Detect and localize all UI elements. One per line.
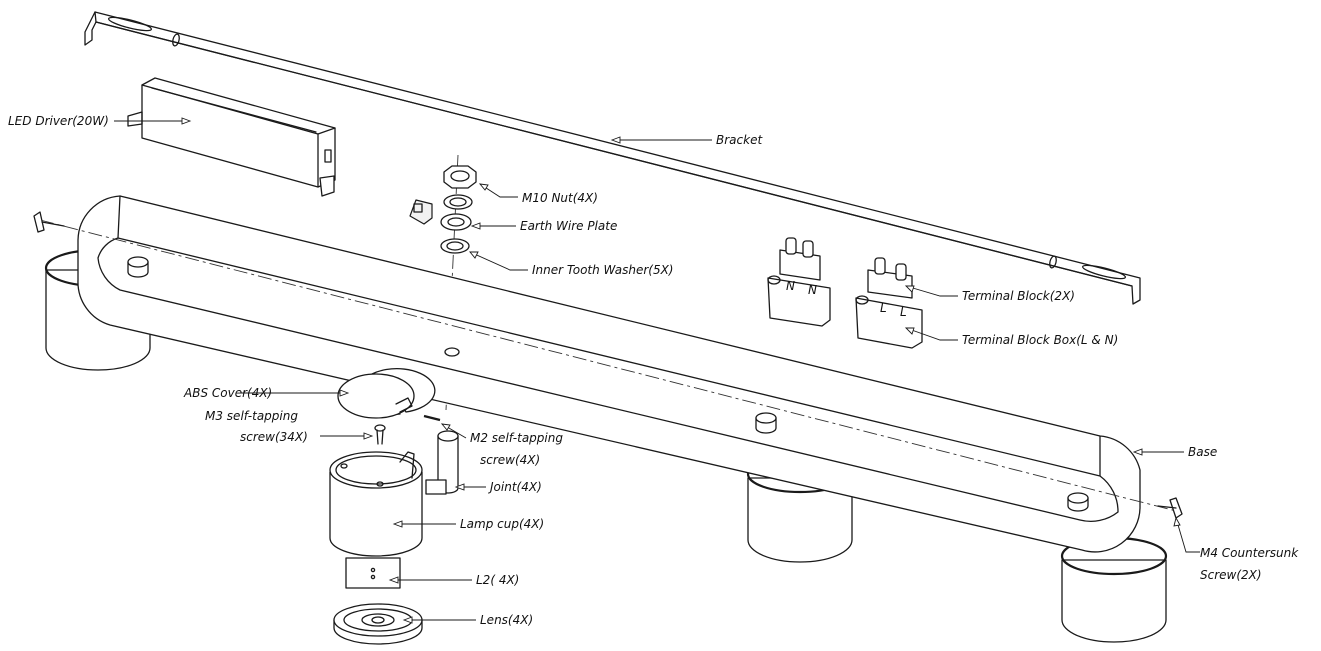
label-base: Base [1188, 445, 1217, 459]
callout-m3-screw: M3 self-tapping screw(34X) [205, 409, 374, 444]
abs-cover-part [337, 368, 436, 419]
callout-lamp-cup: Lamp cup(4X) [392, 517, 544, 531]
callout-lens: Lens(4X) [402, 613, 533, 627]
callout-terminal-block-box: Terminal Block Box(L & N) [904, 327, 1118, 347]
lens-part [333, 603, 423, 645]
label-joint: Joint(4X) [488, 480, 542, 494]
joint-part [425, 430, 459, 495]
terminal-mark-l2: L [900, 305, 907, 319]
label-m10-nut: M10 Nut(4X) [522, 191, 598, 205]
callout-bracket: Bracket [610, 133, 763, 147]
terminal-mark-n: N [786, 279, 795, 293]
led-driver-part [127, 77, 336, 197]
label-lens: Lens(4X) [480, 613, 533, 627]
callout-joint: Joint(4X) [454, 480, 542, 494]
label-lamp-cup: Lamp cup(4X) [460, 517, 544, 531]
lamp-cup-part [329, 451, 423, 557]
label-terminal-block: Terminal Block(2X) [962, 289, 1075, 303]
callout-m4-screw: M4 Countersunk Screw(2X) [1173, 516, 1299, 582]
label-m4-screw-line2: Screw(2X) [1200, 568, 1262, 582]
label-m2-screw-line2: screw(4X) [480, 453, 540, 467]
label-m2-screw-line1: M2 self-tapping [470, 431, 563, 445]
label-abs-cover: ABS Cover(4X) [183, 386, 272, 400]
callout-abs-cover: ABS Cover(4X) [183, 386, 350, 400]
label-terminal-block-box: Terminal Block Box(L & N) [962, 333, 1118, 347]
terminal-block-l: L L [855, 257, 923, 349]
callout-m2-screw: M2 self-tapping screw(4X) [440, 423, 563, 467]
callout-l2: L2( 4X) [388, 573, 519, 587]
l2-plate-part [345, 557, 401, 589]
callout-terminal-block: Terminal Block(2X) [904, 285, 1075, 303]
label-m3-screw-line2: screw(34X) [240, 430, 308, 444]
callout-base: Base [1132, 445, 1217, 459]
m4-screws [33, 211, 1183, 519]
callout-m10-nut: M10 Nut(4X) [478, 183, 598, 205]
label-m3-screw-line1: M3 self-tapping [205, 409, 298, 423]
label-earth-wire-plate: Earth Wire Plate [520, 219, 617, 233]
bracket-part [84, 11, 1141, 305]
label-inner-tooth-washer: Inner Tooth Washer(5X) [532, 263, 674, 277]
m3-screw [374, 424, 386, 445]
callout-led-driver: LED Driver(20W) [8, 114, 192, 128]
terminal-mark-n2: N [808, 283, 817, 297]
terminal-mark-l: L [880, 301, 887, 315]
label-l2: L2( 4X) [476, 573, 519, 587]
label-m4-screw-line1: M4 Countersunk [1200, 546, 1299, 560]
m2-screw [423, 414, 441, 422]
base-part [39, 195, 1181, 553]
terminal-block-n: N N [767, 237, 831, 327]
label-bracket: Bracket [716, 133, 763, 147]
label-led-driver: LED Driver(20W) [8, 114, 109, 128]
callout-earth-wire-plate: Earth Wire Plate [470, 219, 617, 233]
callout-inner-tooth-washer: Inner Tooth Washer(5X) [469, 251, 674, 277]
